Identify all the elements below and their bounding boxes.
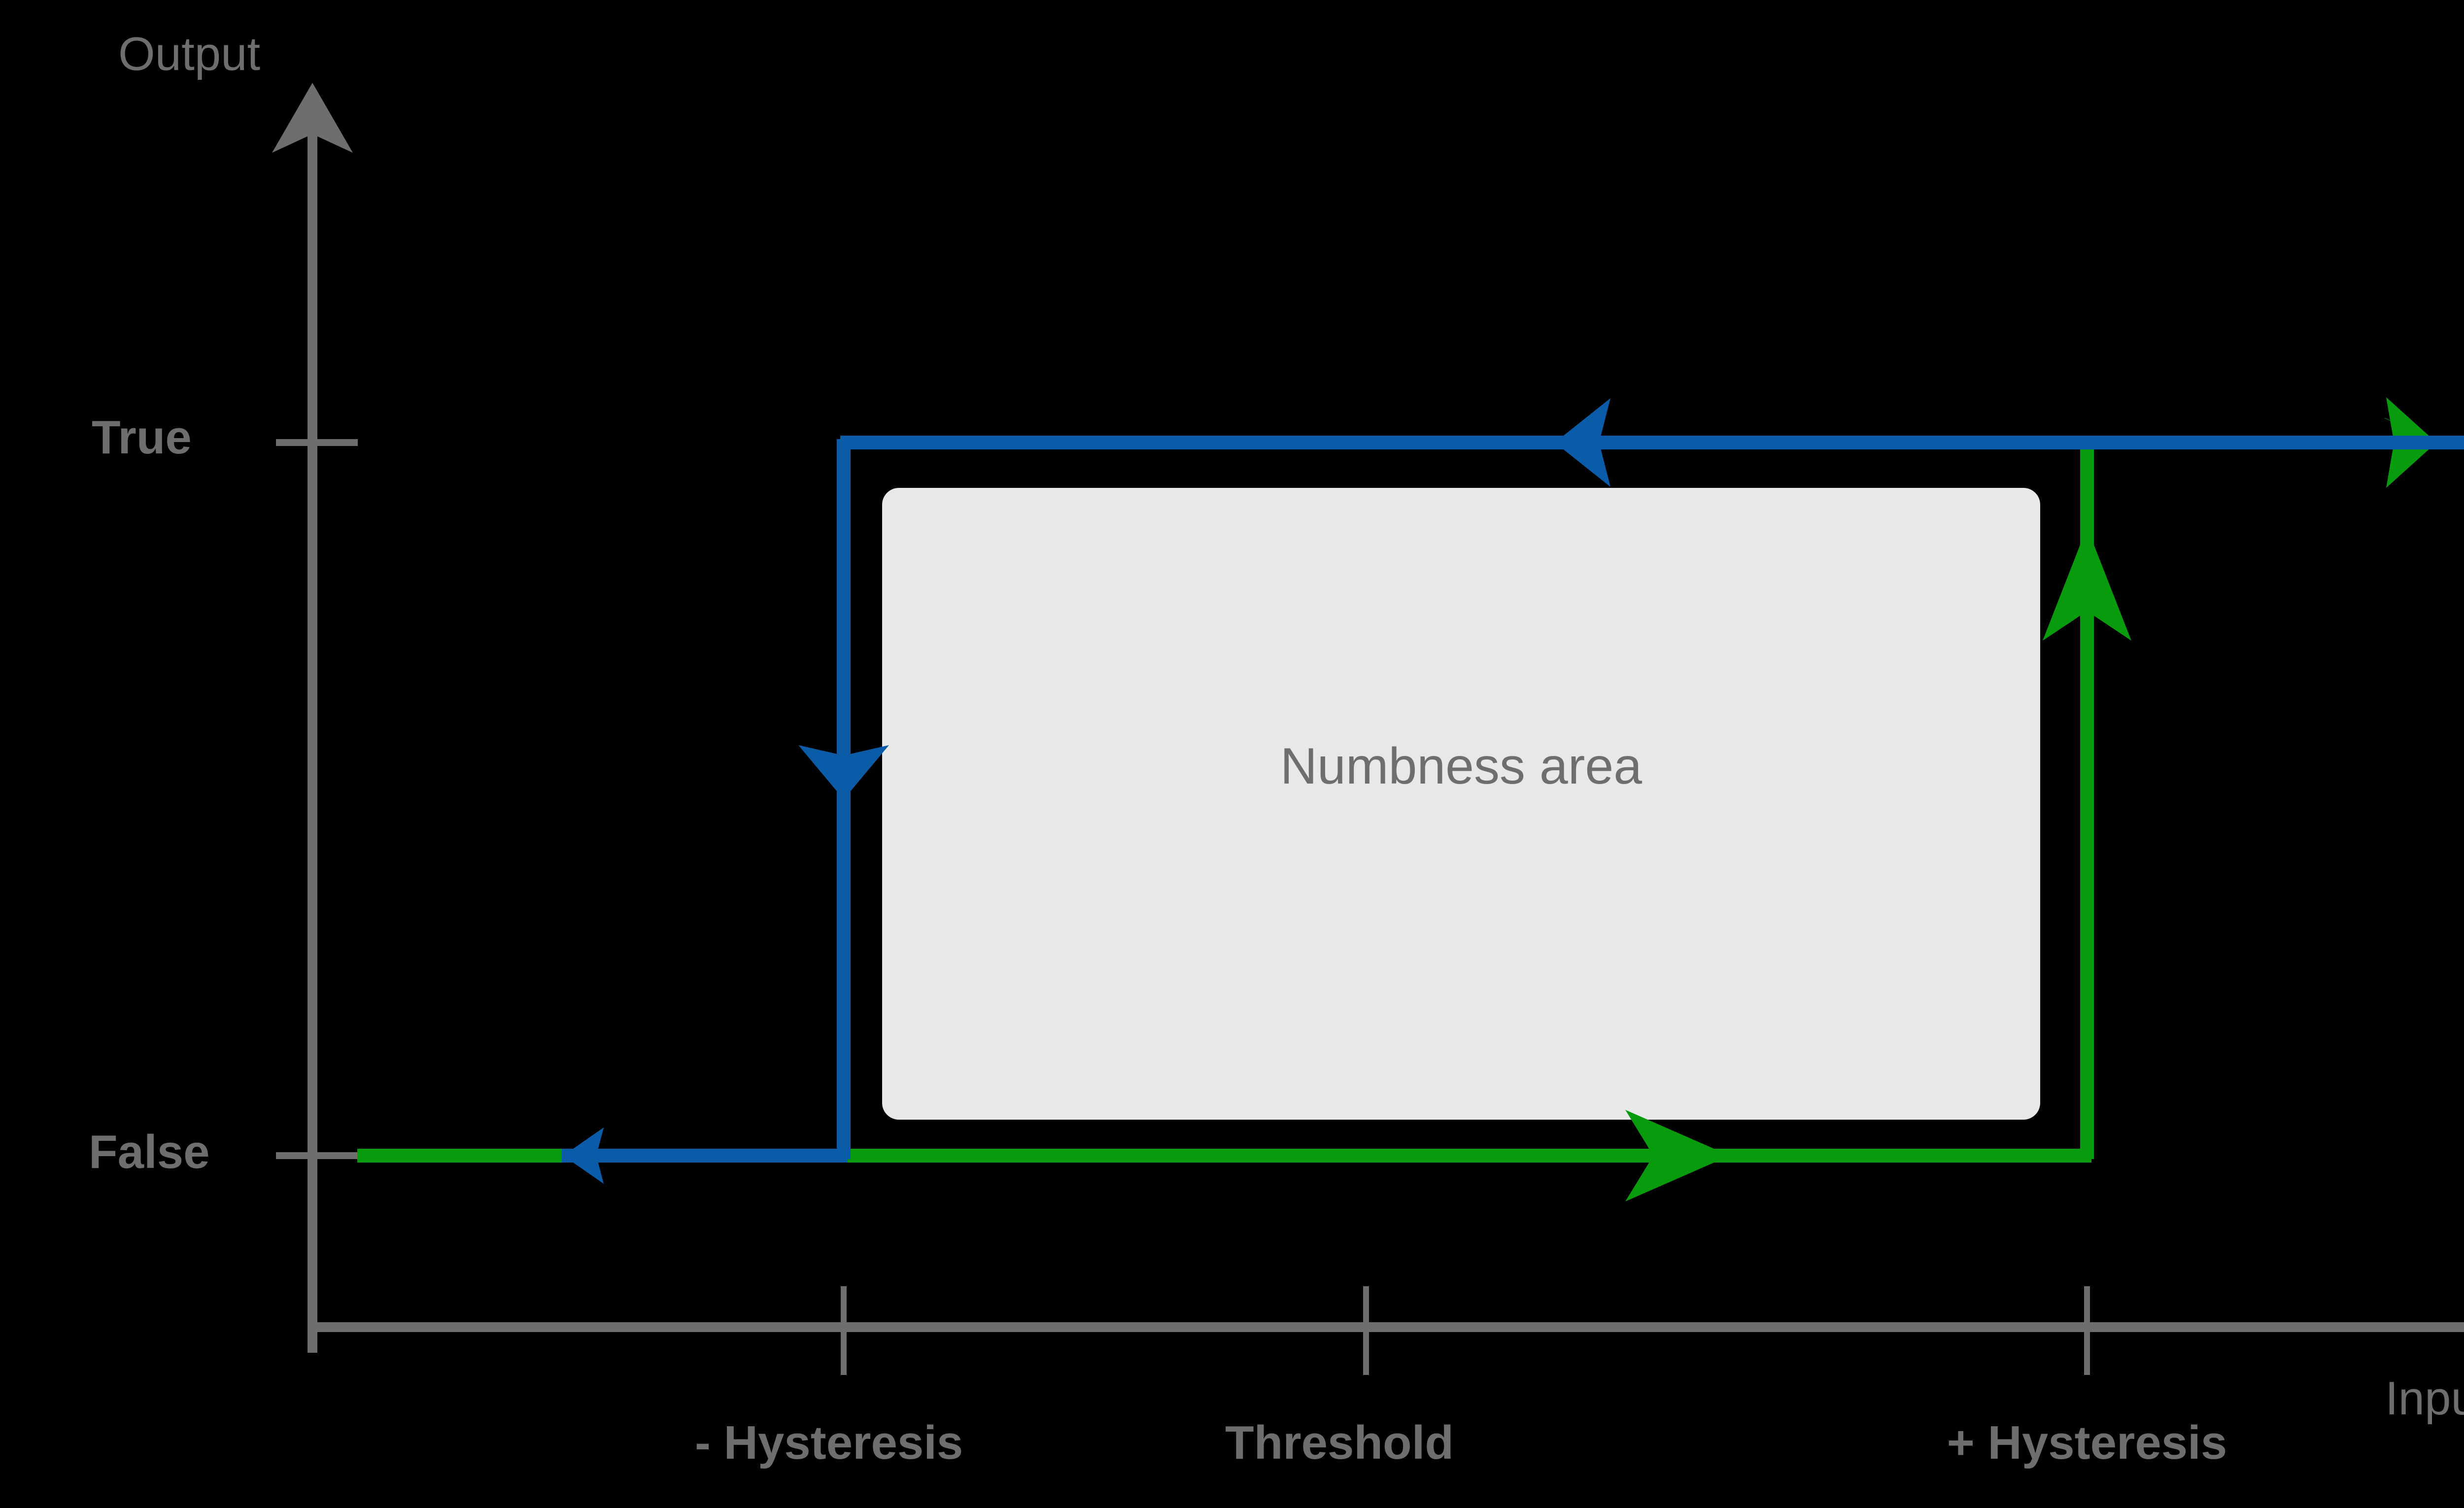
y-tick-label-true: True — [92, 411, 192, 464]
x-tick-label-threshold: Threshold — [1225, 1416, 1454, 1469]
green-arrowhead-up-rise — [2043, 527, 2131, 641]
axes-group — [272, 83, 2464, 1353]
x-axis-label: Input — [2385, 1372, 2464, 1425]
green-arrowhead-right-false — [1625, 1110, 1730, 1201]
blue-arrowhead-down-fall — [798, 745, 889, 799]
y-axis-arrowhead — [272, 83, 353, 153]
blue-arrowhead-left-true — [1555, 398, 1610, 487]
numbness-area-box — [882, 488, 2040, 1120]
x-tick-label-pos-hysteresis: + Hysteresis — [1947, 1416, 2227, 1469]
y-tick-label-false: False — [89, 1126, 210, 1178]
x-tick-label-neg-hysteresis: - Hysteresis — [695, 1416, 963, 1469]
numbness-area-label: Numbness area — [1280, 738, 1643, 795]
tick-marks-group — [276, 439, 2090, 1375]
blue-arrowhead-left-false-barb — [563, 1128, 604, 1184]
y-axis-label: Output — [118, 28, 261, 80]
falling-input-trace — [562, 398, 2464, 1184]
